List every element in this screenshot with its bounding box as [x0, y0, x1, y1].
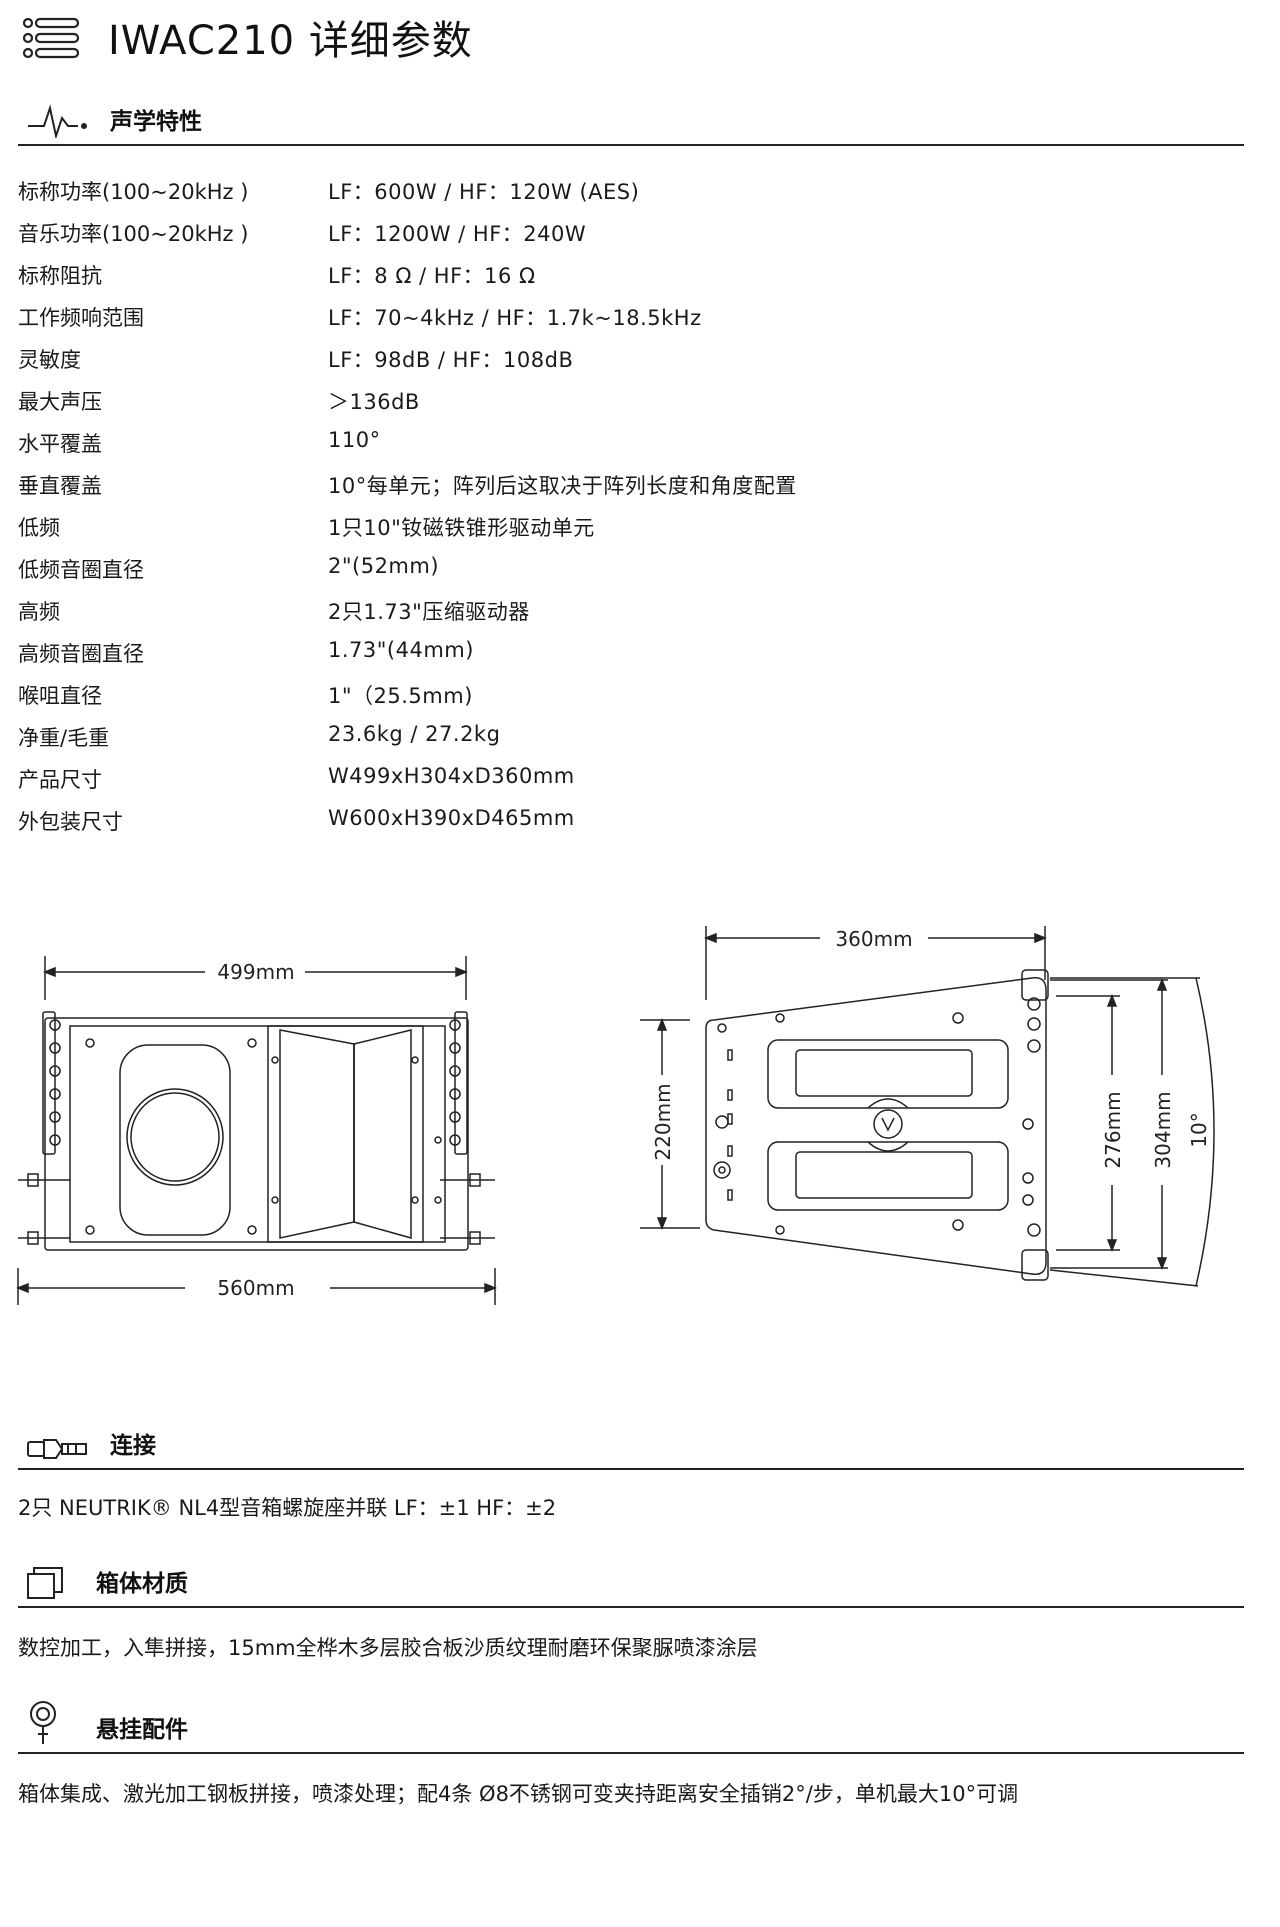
section-acoustic-header: 声学特性	[18, 100, 1244, 146]
dimension-label-276: 276mm	[1101, 1091, 1125, 1168]
section-connection-header: 连接	[18, 1424, 1244, 1470]
dimension-label-560: 560mm	[217, 1276, 294, 1300]
dimension-drawing: 499mm 560mm 360mm 220mm 276mm 304mm 10°	[15, 926, 1215, 1305]
front-view	[15, 956, 498, 1305]
section-rigging-header: 悬挂配件	[18, 1701, 1244, 1754]
connection-text: 2只 NEUTRIK® NL4型音箱螺旋座并联 LF：±1 HF：±2	[18, 1496, 557, 1520]
box-icon	[27, 1567, 63, 1599]
section-cabinet-header: 箱体材质	[18, 1562, 1244, 1608]
cabinet-text: 数控加工，入隼拼接，15mm全桦木多层胶合板沙质纹理耐磨环保聚脲喷漆涂层	[18, 1636, 758, 1660]
dimension-label-220: 220mm	[651, 1083, 675, 1160]
dimension-label-304: 304mm	[1151, 1091, 1175, 1168]
section-connection-label: 连接	[110, 1433, 156, 1459]
page-title: IWAC210 详细参数	[108, 18, 473, 64]
section-rigging-label: 悬挂配件	[96, 1717, 188, 1743]
hanging-ring-icon	[30, 1701, 56, 1744]
rigging-text: 箱体集成、激光加工钢板拼接，喷漆处理；配4条 Ø8不锈钢可变夹持距离安全插销2°…	[18, 1782, 1019, 1806]
dimension-label-angle: 10°	[1187, 1112, 1211, 1147]
side-view	[640, 926, 1215, 1287]
list-icon	[22, 17, 80, 59]
section-acoustic-label: 声学特性	[110, 109, 202, 135]
dimension-label-360: 360mm	[835, 927, 912, 951]
waveform-icon	[28, 104, 87, 138]
dimension-label-499: 499mm	[217, 960, 294, 984]
section-cabinet-label: 箱体材质	[96, 1571, 188, 1597]
connector-icon	[27, 1439, 87, 1459]
